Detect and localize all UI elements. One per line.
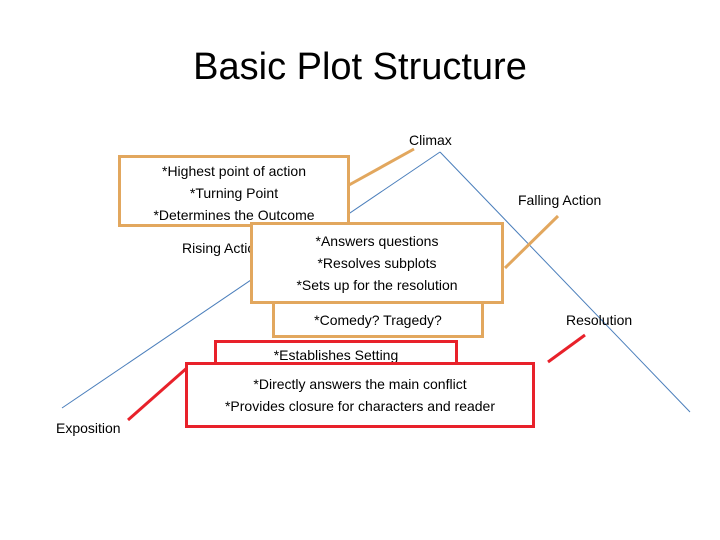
rising-note: *Comedy? Tragedy?: [314, 312, 442, 328]
exposition-label: Exposition: [56, 420, 121, 436]
resolution-label: Resolution: [566, 312, 633, 328]
resolution-pointer: [547, 333, 586, 364]
rising-action-callout: *Comedy? Tragedy?: [272, 300, 484, 338]
climax-callout: *Highest point of action *Turning Point …: [118, 155, 350, 227]
falling-note: *Resolves subplots: [317, 255, 437, 271]
resolution-note: *Provides closure for characters and rea…: [224, 398, 496, 414]
exposition-pointer: [127, 365, 189, 422]
exposition-note: *Establishes Setting: [273, 347, 399, 363]
falling-action-line: [439, 151, 691, 413]
climax-label: Climax: [409, 132, 452, 148]
slide-title: Basic Plot Structure: [193, 46, 527, 88]
rising-action-label: Rising Action: [182, 240, 263, 256]
resolution-callout: *Directly answers the main conflict *Pro…: [185, 362, 535, 428]
climax-pointer: [348, 147, 415, 187]
climax-note: *Determines the Outcome: [153, 207, 315, 223]
climax-note: *Turning Point: [189, 185, 279, 201]
falling-action-label: Falling Action: [518, 192, 602, 208]
falling-action-callout: *Answers questions *Resolves subplots *S…: [250, 222, 504, 304]
falling-action-pointer: [503, 214, 560, 270]
resolution-note: *Directly answers the main conflict: [253, 376, 467, 392]
climax-note: *Highest point of action: [162, 163, 306, 179]
falling-note: *Answers questions: [315, 233, 439, 249]
falling-note: *Sets up for the resolution: [296, 277, 458, 293]
